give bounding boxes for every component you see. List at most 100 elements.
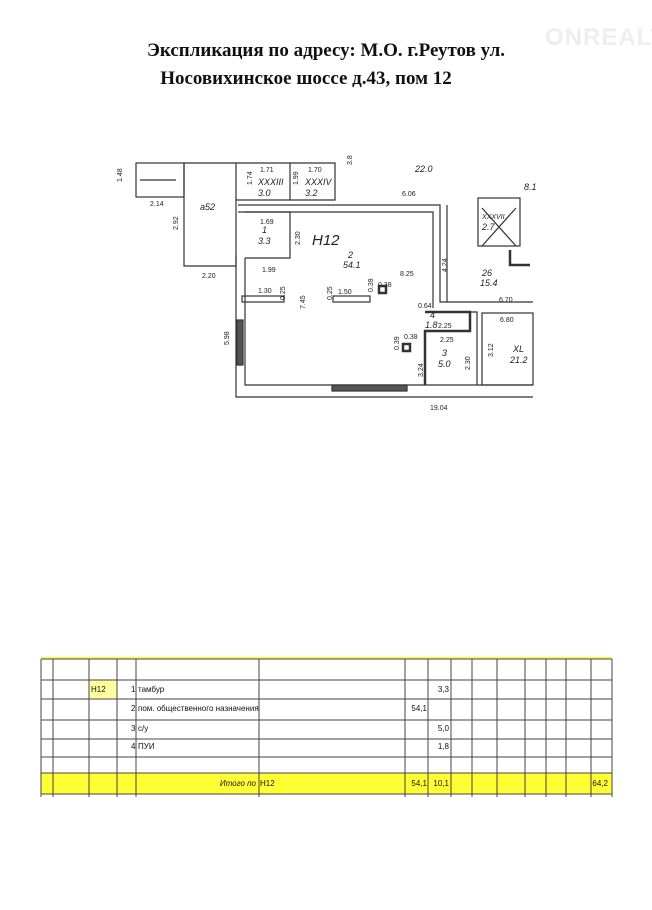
dimension-label: 1.50 bbox=[338, 289, 352, 296]
inner-wall bbox=[244, 258, 533, 386]
dimension-labels: 1.48 2.14 2.92 2.20 1.71 1.74 1.70 1.99 3.8 6.06 1… bbox=[117, 155, 514, 412]
room-3 bbox=[470, 311, 478, 385]
document-title-line2: Носовихинское шоссе д.43, пом 12 bbox=[160, 68, 452, 89]
dimension-label: 1.99 bbox=[293, 171, 300, 185]
dimension-label: 1.99 bbox=[262, 267, 276, 274]
label-xl-area: 21.2 bbox=[509, 355, 528, 365]
dimension-label: 0.38 bbox=[378, 282, 392, 289]
dimension-label: 0.25 bbox=[327, 286, 334, 300]
room-4-num: 4 bbox=[430, 310, 435, 320]
label-xxxvii: XXXVII bbox=[481, 214, 505, 221]
total-row: Итого по Н12 54,1 10,1 64,2 bbox=[220, 779, 609, 788]
room-3-num: 3 bbox=[442, 348, 447, 358]
column bbox=[401, 342, 412, 353]
window bbox=[236, 319, 244, 366]
watermark-logo: ONREALT bbox=[545, 24, 652, 51]
top-wall-inner bbox=[238, 211, 434, 308]
cell-aux: 5,0 bbox=[438, 724, 450, 733]
table-row: Н12 1 тамбур 3,3 bbox=[91, 685, 450, 694]
cell-num: 1 bbox=[131, 685, 136, 694]
cell-num: 2 bbox=[131, 704, 136, 713]
dimension-label: 3.12 bbox=[488, 343, 495, 357]
dimension-label: 1.71 bbox=[260, 167, 274, 174]
room-4-area: 1.8 bbox=[425, 320, 438, 330]
partition bbox=[332, 295, 371, 303]
table-top-highlight bbox=[41, 657, 612, 659]
dimension-label: 4.24 bbox=[442, 258, 449, 272]
label-8: 8.1 bbox=[524, 182, 537, 192]
dimension-label: 3.24 bbox=[418, 363, 425, 377]
dimension-label: 0.64 bbox=[418, 303, 432, 310]
dimension-label: 2.25 bbox=[440, 337, 454, 344]
dimension-label: 3.8 bbox=[347, 155, 354, 165]
dimension-label: 2.20 bbox=[202, 273, 216, 280]
dimension-label: 5.98 bbox=[224, 331, 231, 345]
total-main: 54,1 bbox=[411, 779, 427, 788]
label-xxxvii-area: 2.7 bbox=[481, 222, 496, 232]
label-26-area: 15.4 bbox=[480, 278, 498, 288]
cell-name: с/у bbox=[138, 724, 148, 733]
wall-segment bbox=[508, 250, 530, 267]
room-4 bbox=[423, 310, 472, 385]
room-2-num: 2 bbox=[347, 250, 353, 260]
room-xl bbox=[481, 312, 534, 386]
label-a52: а52 bbox=[200, 202, 215, 212]
room-3-area: 5.0 bbox=[438, 359, 451, 369]
partition bbox=[241, 295, 285, 303]
table-row: 4 ПУИ 1,8 bbox=[131, 742, 450, 751]
cell-main: 54,1 bbox=[411, 704, 427, 713]
dimension-label: 0.25 bbox=[280, 286, 287, 300]
cell-name: ПУИ bbox=[138, 742, 155, 751]
total-row-highlight bbox=[41, 773, 612, 794]
room-1-num: 1 bbox=[262, 225, 267, 235]
floor-plan: а52 XXXIII 3.0 XXXIV 3.2 22.0 8.1 XXXVII… bbox=[117, 155, 537, 412]
table-grid bbox=[40, 658, 613, 797]
label-xxxiv: XXXIV bbox=[304, 177, 333, 187]
dimension-label: 1.48 bbox=[117, 168, 124, 182]
table-row: 3 с/у 5,0 bbox=[131, 724, 450, 733]
outer-wall bbox=[235, 255, 533, 398]
shaft-cross bbox=[481, 207, 517, 247]
dimension-label: 19.04 bbox=[430, 405, 448, 412]
dimension-label: 2.25 bbox=[438, 323, 452, 330]
dimension-label: 8.25 bbox=[400, 271, 414, 278]
room-1-area: 3.3 bbox=[258, 236, 271, 246]
label-22: 22.0 bbox=[414, 164, 433, 174]
dimension-label: 2.14 bbox=[150, 201, 164, 208]
dimension-label: 1.30 bbox=[258, 288, 272, 295]
cell-aux: 1,8 bbox=[438, 742, 450, 751]
room-xxxiv bbox=[290, 162, 336, 201]
dimension-label: 2.30 bbox=[465, 356, 472, 370]
unit-label: Н12 bbox=[312, 232, 340, 249]
dimension-label: 1.74 bbox=[247, 171, 254, 185]
total-aux: 10,1 bbox=[433, 779, 449, 788]
room-xxxiii bbox=[236, 162, 291, 201]
dimension-label: 6.70 bbox=[499, 297, 513, 304]
cell-name: тамбур bbox=[138, 685, 165, 694]
unit-cell-highlight bbox=[89, 680, 117, 699]
dimension-label: 6.06 bbox=[402, 191, 416, 198]
total-unit: Н12 bbox=[260, 779, 275, 788]
dimension-label: 0.39 bbox=[368, 278, 375, 292]
label-xxxiv-area: 3.2 bbox=[305, 188, 318, 198]
cell-num: 4 bbox=[131, 742, 136, 751]
column bbox=[377, 284, 388, 295]
dimension-label: 1.70 bbox=[308, 167, 322, 174]
dimension-label: 7.45 bbox=[300, 295, 307, 309]
dimension-label: 2.92 bbox=[173, 216, 180, 230]
total-sum: 64,2 bbox=[592, 779, 608, 788]
dimension-label: 0.39 bbox=[394, 336, 401, 350]
label-xxxiii: XXXIII bbox=[257, 177, 284, 187]
dimension-label: 1.69 bbox=[260, 219, 274, 226]
cell-aux: 3,3 bbox=[438, 685, 450, 694]
top-wall bbox=[238, 204, 533, 303]
total-label: Итого по bbox=[220, 779, 257, 788]
cell-num: 3 bbox=[131, 724, 136, 733]
label-26: 26 bbox=[481, 268, 492, 278]
table-row: 2 пом. общественного назначения 54,1 bbox=[131, 704, 428, 713]
room-2-area: 54.1 bbox=[343, 260, 361, 270]
label-xl: XL bbox=[512, 344, 524, 354]
cell-name: пом. общественного назначения bbox=[138, 704, 259, 713]
